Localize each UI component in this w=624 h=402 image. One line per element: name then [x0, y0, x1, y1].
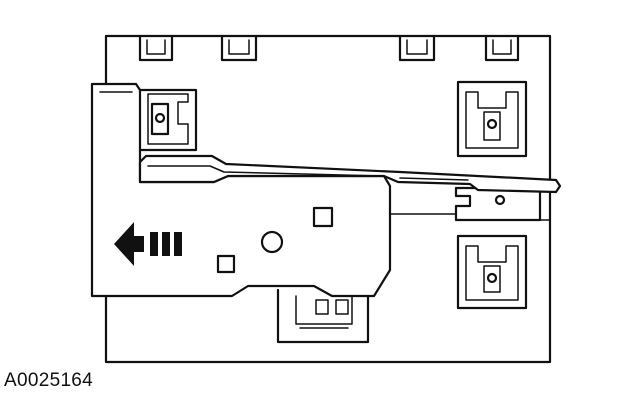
left-arrow-icon — [114, 222, 182, 266]
cover-square-lower — [216, 254, 236, 274]
top-tabs — [138, 34, 520, 62]
top-tab-1 — [138, 34, 174, 62]
top-tab-2 — [220, 34, 258, 62]
top-tab-4 — [484, 34, 520, 62]
spring-clip-lower — [456, 234, 528, 310]
figure-reference-code: A0025164 — [4, 370, 94, 391]
bottom-tab — [276, 288, 370, 344]
cover-round-hole — [260, 230, 284, 254]
latch-window — [138, 88, 198, 152]
cover-square-upper — [312, 206, 334, 228]
rail-end-bracket — [454, 186, 542, 222]
release-rail — [138, 154, 562, 194]
spring-clip-upper — [456, 80, 528, 158]
top-tab-3 — [398, 34, 436, 62]
